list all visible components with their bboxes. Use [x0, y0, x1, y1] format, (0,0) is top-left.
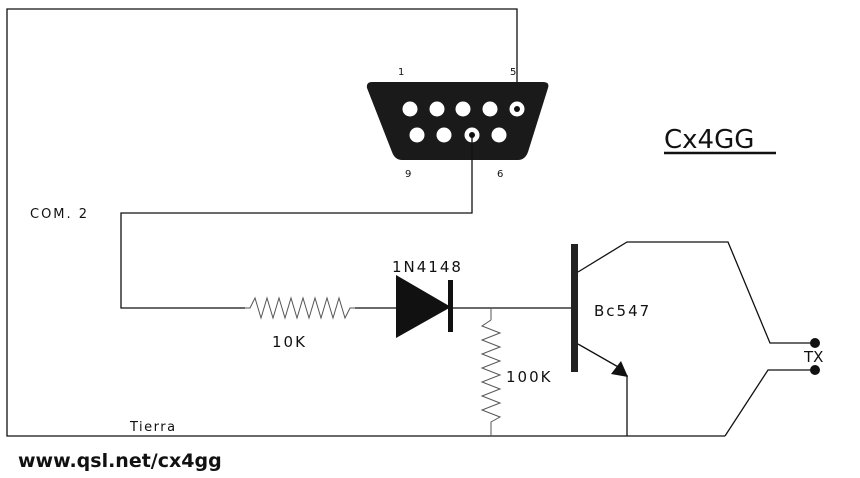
title: Cx4GG — [664, 125, 754, 155]
resistor-10k-label: 10K — [272, 333, 307, 351]
transistor-base-bar — [571, 244, 578, 372]
pin-label-9: 9 — [405, 169, 411, 180]
tx-label: TX — [803, 348, 823, 366]
ground-wire — [6, 8, 725, 437]
collector-wire — [577, 241, 812, 344]
transistor-label: Bc547 — [594, 302, 651, 320]
ground-label: Tierra — [129, 420, 177, 435]
db9-connector — [366, 82, 549, 160]
db9-pins — [402, 101, 525, 143]
diode-1n4148 — [396, 275, 451, 338]
tx-lower-wire — [724, 369, 812, 437]
tx-terminal-top — [810, 338, 820, 348]
pin-label-1: 1 — [398, 67, 404, 78]
diode-cathode-bar — [448, 280, 453, 332]
com-port-label: COM. 2 — [30, 207, 89, 222]
tx-terminal-bottom — [810, 365, 820, 375]
diode-label: 1N4148 — [392, 258, 463, 276]
website-url: www.qsl.net/cx4gg — [18, 450, 222, 472]
resistor-100k-label: 100K — [506, 368, 552, 386]
emitter-arrow-icon — [611, 361, 628, 377]
pin-label-5: 5 — [510, 67, 516, 78]
emitter-wire — [577, 343, 621, 369]
pin-label-6: 6 — [497, 169, 503, 180]
resistor-10k — [245, 296, 355, 320]
signal-wire — [120, 135, 473, 309]
resistor-100k — [480, 319, 502, 436]
